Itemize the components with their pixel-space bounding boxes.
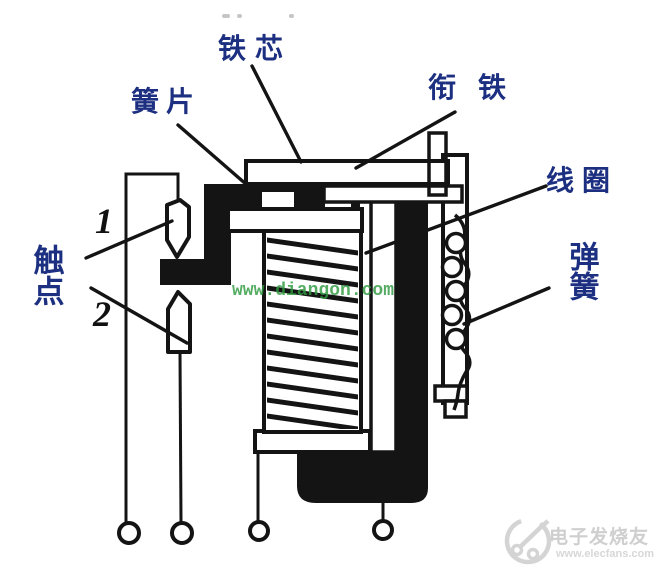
contact-1-shape: [165, 198, 191, 259]
elecfans-url-text: www.elecfans.com: [556, 548, 655, 560]
terminal-1: [117, 521, 141, 545]
core-edge-strip: [369, 198, 398, 454]
reed-moving-arm: [160, 259, 231, 285]
contact-number-1: 1: [95, 201, 113, 241]
terminal-4: [372, 519, 394, 541]
label-iron-core: 铁芯: [218, 34, 293, 65]
leader-coil: [364, 184, 548, 255]
yoke-band-notch-1: [262, 192, 294, 211]
leader-spring: [462, 286, 551, 326]
bobbin-bottom-flange: [253, 429, 372, 454]
yoke-base-block: [297, 450, 428, 503]
leader-armature: [354, 110, 457, 170]
terminal-2: [170, 521, 194, 545]
coil-winding-hatch: [267, 237, 358, 429]
elecfans-watermark: 电子发烧友 www.elecfans.com: [502, 512, 659, 570]
mount-tab: [427, 131, 448, 197]
elecfans-brand-text: 电子发烧友: [549, 527, 650, 548]
wire-contact-2: [178, 351, 183, 524]
leader-contact-1: [84, 219, 174, 260]
label-spring: 弹簧: [564, 241, 598, 301]
leader-reed: [176, 123, 249, 187]
leader-contact-2: [89, 286, 189, 345]
bobbin-top-flange: [226, 207, 364, 233]
leader-iron-core: [250, 64, 303, 164]
elecfans-logo-icon: [504, 517, 552, 565]
label-reed: 簧片: [131, 87, 202, 118]
contact-number-2: 2: [93, 294, 111, 334]
label-armature: 衔铁: [428, 73, 529, 104]
wire-contact-1: [124, 172, 180, 523]
spring-frame-flange: [433, 384, 469, 403]
helical-spring: [440, 213, 472, 411]
armature-plate: [244, 159, 450, 186]
scan-artifact-dots: [222, 14, 294, 18]
label-contacts: 触点: [28, 244, 64, 306]
leader-lines: [84, 64, 551, 345]
terminal-3: [248, 520, 270, 542]
label-coil: 线圈: [546, 166, 619, 197]
diangon-watermark-text: www.diangon.com: [232, 281, 395, 301]
